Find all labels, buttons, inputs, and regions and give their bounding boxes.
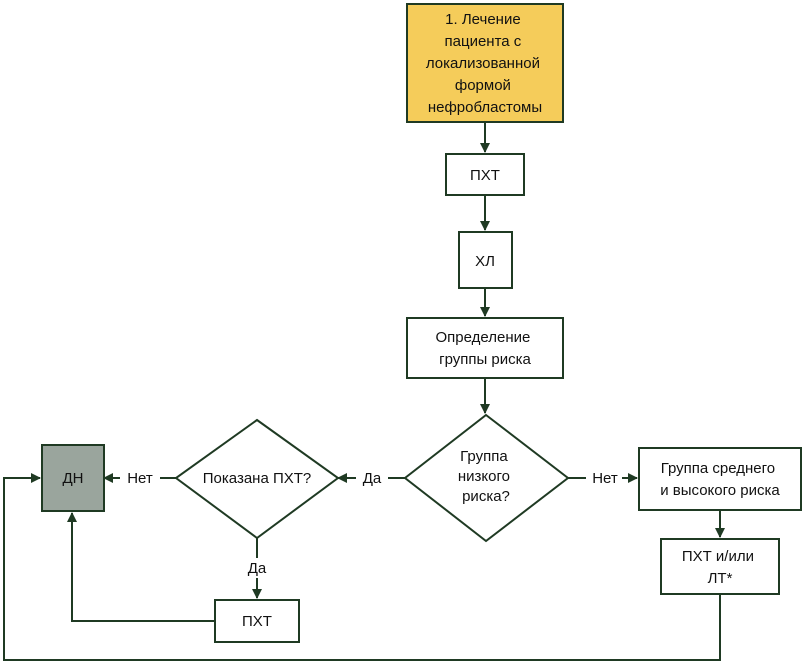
label-yes-left: Да bbox=[363, 470, 382, 487]
hl-text: ХЛ bbox=[475, 253, 495, 270]
risk-definition-node: Определение группы риска bbox=[406, 317, 564, 379]
dn-text: ДН bbox=[63, 470, 84, 487]
pxt-top-node: ПХТ bbox=[445, 153, 525, 196]
mid-high-risk-node: Группа среднего и высокого риска bbox=[638, 447, 802, 511]
edge-pxt-to-dn bbox=[67, 512, 215, 622]
pxt-top-text: ПХТ bbox=[470, 167, 500, 184]
pxt-lt-node: ПХТ и/или ЛТ* bbox=[660, 538, 780, 595]
low-risk-decision-text: Группа низкого риска? bbox=[458, 448, 514, 505]
pxt-bottom-node: ПХТ bbox=[214, 599, 300, 643]
pxt-bottom-text: ПХТ bbox=[242, 613, 272, 630]
pxt-indicated-text: Показана ПХТ? bbox=[203, 470, 312, 487]
edges bbox=[3, 122, 725, 661]
dn-node: ДН bbox=[41, 444, 105, 512]
low-risk-decision: Группа низкого риска? bbox=[403, 413, 570, 543]
start-node-text: 1. Лечение пациента с локализованной фор… bbox=[426, 11, 544, 116]
label-no-left: Нет bbox=[127, 470, 153, 487]
label-yes-down: Да bbox=[248, 560, 267, 577]
risk-definition-text: Определение группы риска bbox=[435, 329, 534, 368]
label-no-right: Нет bbox=[592, 470, 618, 487]
mid-high-risk-text: Группа среднего и высокого риска bbox=[660, 460, 780, 499]
edge-labels: Да Нет Нет Да bbox=[120, 468, 622, 578]
pxt-indicated-decision: Показана ПХТ? bbox=[174, 418, 340, 540]
hl-node: ХЛ bbox=[458, 231, 513, 289]
edge-pxtlt-to-dn bbox=[3, 473, 721, 661]
start-node: 1. Лечение пациента с локализованной фор… bbox=[406, 3, 564, 123]
pxt-lt-text: ПХТ и/или ЛТ* bbox=[682, 548, 758, 587]
